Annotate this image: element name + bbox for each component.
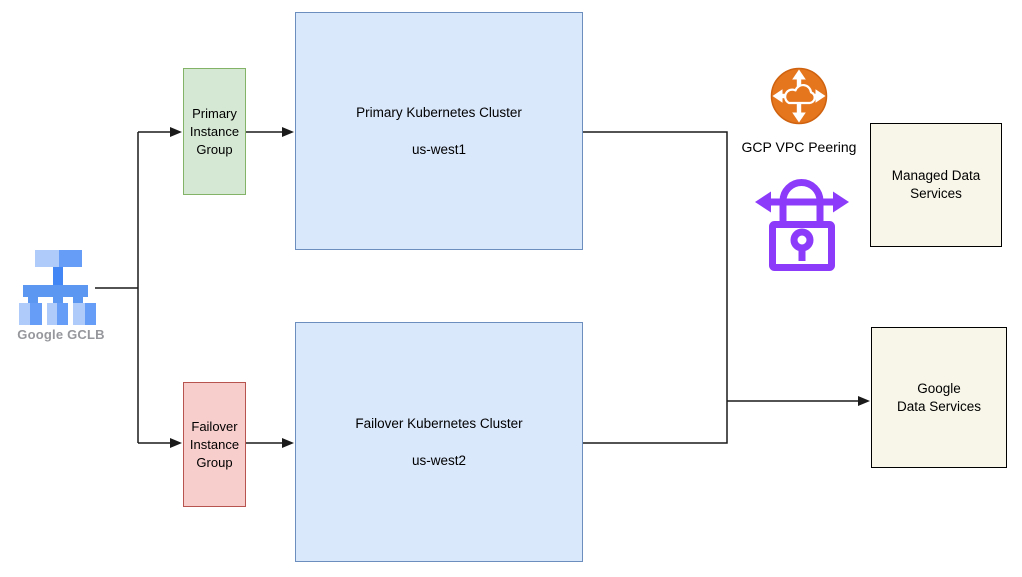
vpc-peering-icon [770,67,828,125]
lock-shackle [779,179,824,221]
cluster-title: Failover Kubernetes Cluster [355,415,523,431]
node-label-line: Instance [189,123,240,139]
keyhole-circle [790,228,814,252]
managed-data-services-node: Managed Data Services [870,123,1002,247]
failover-kubernetes-cluster-node: Failover Kubernetes Cluster us-west2 [295,322,583,562]
cluster-title: Primary Kubernetes Cluster [356,104,522,120]
node-label-line: Failover [191,418,238,434]
node-label-line: Google [917,380,961,396]
google-data-services-node: Google Data Services [871,327,1007,468]
node-label-line: Services [910,186,962,201]
vpc-peering-label: GCP VPC Peering [741,139,857,155]
lock-body [769,221,835,271]
node-label-line: Primary [192,105,237,121]
node-label-line: Managed Data [891,168,981,183]
double-arrow-heads [755,191,849,213]
node-label-line: Group [196,454,233,470]
load-balancer-icon [19,250,96,325]
node-label-line: Instance [189,436,240,452]
cluster-region: us-west2 [411,452,467,468]
node-label-line: Data Services [896,398,982,414]
vpn-lock-icon [755,179,849,271]
primary-kubernetes-cluster-node: Primary Kubernetes Cluster us-west1 [295,12,583,250]
node-label-line: Group [196,141,233,157]
primary-instance-group-node: Primary Instance Group [183,68,246,195]
edge-clusters-right-junction [583,131,728,444]
arrowheads [170,127,870,448]
failover-instance-group-node: Failover Instance Group [183,382,246,507]
cluster-region: us-west1 [411,141,467,157]
gclb-label: Google GCLB [17,327,105,342]
